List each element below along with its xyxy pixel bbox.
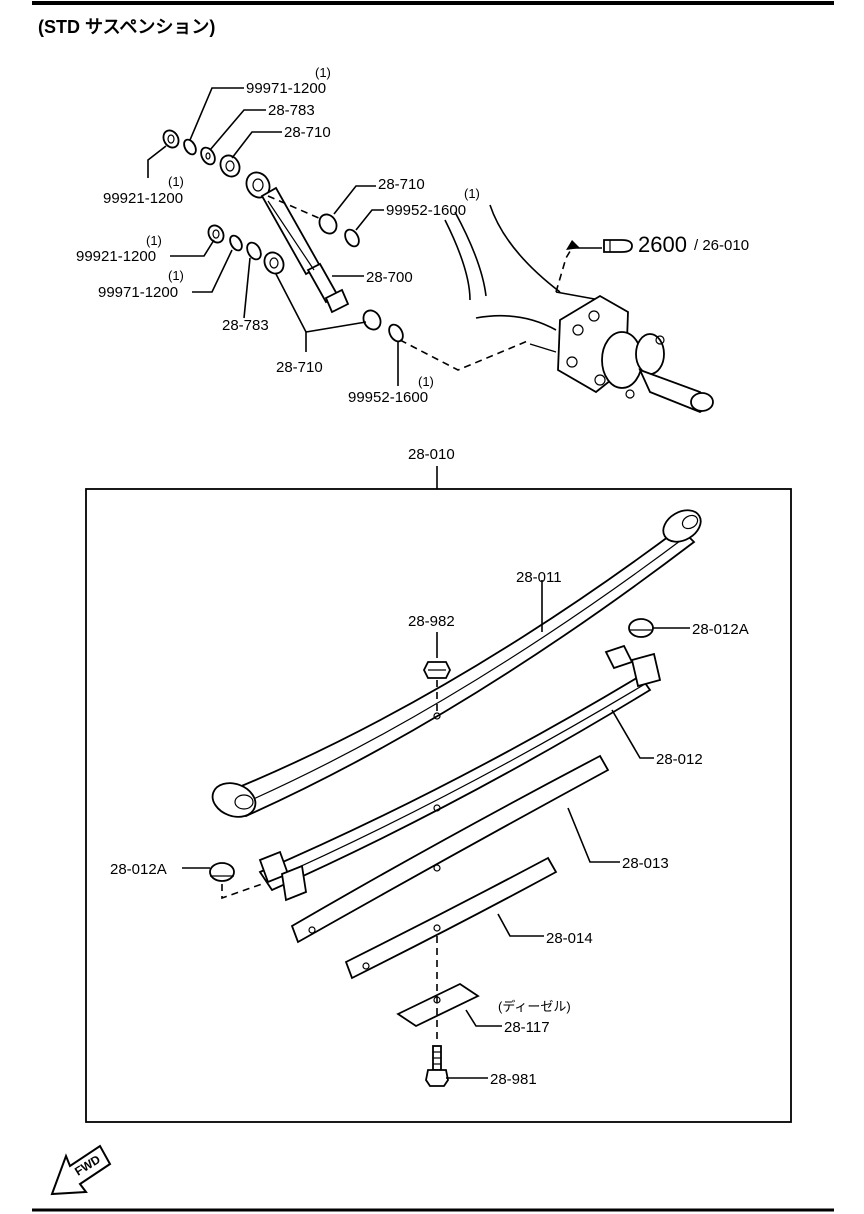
ref-arrow-line xyxy=(555,247,573,293)
leader-28-710-b xyxy=(333,185,376,215)
lower-nut-99921[interactable] xyxy=(205,223,226,246)
center-bolt-28-981[interactable] xyxy=(425,1045,449,1087)
leader-28-783-b xyxy=(243,257,251,319)
fourth-leaf-28-014[interactable] xyxy=(344,856,558,980)
label-28-012A-upper[interactable]: 28-012A xyxy=(692,621,749,638)
leader-28-117 xyxy=(465,1009,502,1027)
leader-99921-a xyxy=(147,145,167,178)
leaf-spring-group: 28-011 28-982 28-012A 28-012 28-012A 28-… xyxy=(110,504,749,1088)
label-99971-a-qty: (1) xyxy=(315,65,331,80)
label-99971-b-qty: (1) xyxy=(168,268,184,283)
label-diesel-note: (ディーゼル) xyxy=(498,999,571,1014)
label-28-013[interactable]: 28-013 xyxy=(622,855,669,872)
shock-absorber-28-700[interactable] xyxy=(242,168,350,314)
leader-99971-a xyxy=(189,87,244,141)
lower-bushing-28-710-c[interactable] xyxy=(360,307,384,332)
leader-shock-top xyxy=(267,195,329,223)
label-28-783-b[interactable]: 28-783 xyxy=(222,317,269,334)
ref-link-sub[interactable]: / 26-010 xyxy=(694,237,749,254)
label-28-117[interactable]: 28-117 xyxy=(504,1019,550,1036)
label-28-981[interactable]: 28-981 xyxy=(490,1071,537,1088)
upper-nut-99921[interactable] xyxy=(160,128,181,151)
label-28-783-a[interactable]: 28-783 xyxy=(268,102,315,119)
label-99971-b[interactable]: 99971-1200 xyxy=(98,284,178,301)
label-99952-a-qty: (1) xyxy=(464,186,480,201)
label-99921-a[interactable]: 99921-1200 xyxy=(103,190,183,207)
reference-pointer-icon[interactable] xyxy=(603,239,633,253)
leader-99952-a xyxy=(355,209,384,231)
lower-bushing-28-710[interactable] xyxy=(261,249,288,277)
leader-28-013 xyxy=(567,807,620,863)
label-28-011[interactable]: 28-011 xyxy=(516,569,562,586)
third-leaf-28-013[interactable] xyxy=(290,754,610,944)
center-nut-28-982[interactable] xyxy=(422,661,452,679)
label-99952-b-qty: (1) xyxy=(418,374,434,389)
main-leaf-28-011[interactable] xyxy=(208,504,706,823)
center-hole-third xyxy=(433,864,441,872)
label-99952-a[interactable]: 99952-1600 xyxy=(386,202,466,219)
pad-lower-dash xyxy=(221,883,263,900)
leader-shock-axle xyxy=(399,339,531,371)
second-leaf-28-012[interactable] xyxy=(258,644,662,902)
upper-washer-99952-a[interactable] xyxy=(342,227,361,249)
center-hole-fourth xyxy=(433,924,441,932)
label-28-700[interactable]: 28-700 xyxy=(366,269,413,286)
leader-28-710-a xyxy=(231,131,282,159)
label-28-012A-lower[interactable]: 28-012A xyxy=(110,861,167,878)
leader-99921-b xyxy=(170,239,215,257)
upper-washer-99971[interactable] xyxy=(182,138,199,157)
spacer-plate-28-117[interactable] xyxy=(396,982,480,1028)
upper-bushing-28-710-a[interactable] xyxy=(217,152,244,180)
lower-washer-28-783[interactable] xyxy=(244,240,263,262)
rear-axle-housing xyxy=(444,204,714,414)
center-hole-main xyxy=(433,712,441,720)
label-99921-a-qty: (1) xyxy=(168,174,184,189)
leaf-spring-frame xyxy=(85,488,792,1123)
upper-washer-28-783[interactable] xyxy=(198,145,217,167)
shock-absorber-group: 2600 / 26-010 (1) 99971-1200 28-783 28-7… xyxy=(76,65,749,414)
label-28-710-b[interactable]: 28-710 xyxy=(378,176,425,193)
label-28-710-c[interactable]: 28-710 xyxy=(276,359,323,376)
leader-28-014 xyxy=(497,913,544,937)
fwd-arrow-icon: FWD xyxy=(50,1144,112,1196)
rubber-pad-28-012A-lower[interactable] xyxy=(209,862,235,882)
label-99921-b-qty: (1) xyxy=(146,233,162,248)
label-99921-b[interactable]: 99921-1200 xyxy=(76,248,156,265)
label-28-012[interactable]: 28-012 xyxy=(656,751,703,768)
center-hole-second xyxy=(433,804,441,812)
lower-washer-99971[interactable] xyxy=(228,234,245,253)
label-28-014[interactable]: 28-014 xyxy=(546,930,593,947)
label-99952-b[interactable]: 99952-1600 xyxy=(348,389,428,406)
ref-link-number[interactable]: 2600 xyxy=(638,232,687,257)
rubber-pad-28-012A-upper[interactable] xyxy=(628,618,654,638)
leader-99971-b xyxy=(192,249,233,293)
page-title: (STD サスペンション) xyxy=(38,17,215,37)
label-28-710-a[interactable]: 28-710 xyxy=(284,124,331,141)
leader-28-783-a xyxy=(209,109,266,151)
label-28-010[interactable]: 28-010 xyxy=(408,446,455,463)
leader-28-012 xyxy=(611,709,654,759)
upper-bushing-28-710-b[interactable] xyxy=(316,211,340,236)
label-99971-a[interactable]: 99971-1200 xyxy=(246,80,326,97)
label-28-982[interactable]: 28-982 xyxy=(408,613,455,630)
